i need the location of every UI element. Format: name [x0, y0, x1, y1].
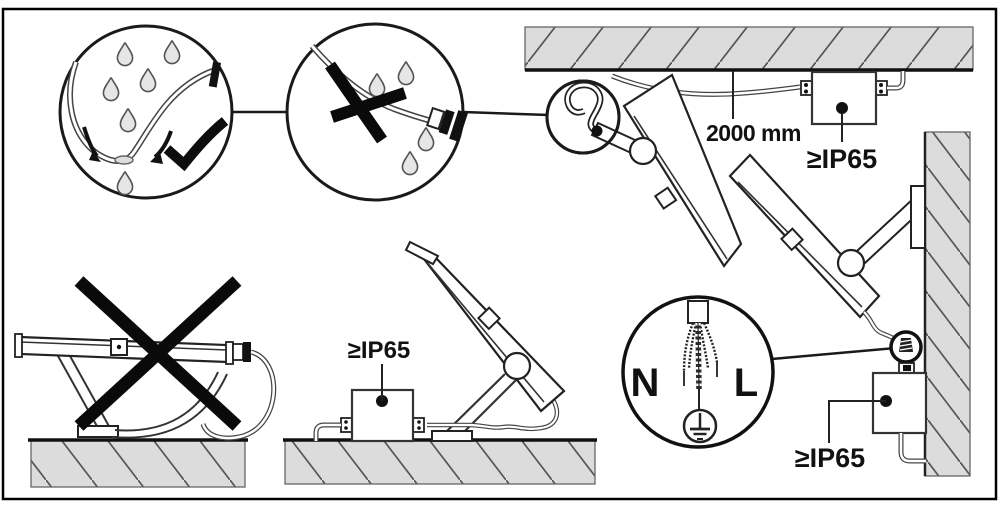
- junction-box: [350, 388, 415, 443]
- water-drop-icon: [102, 77, 120, 102]
- bracket-foot: [431, 430, 473, 442]
- floodlight-body: [728, 153, 881, 319]
- water-drops-2: [368, 61, 435, 176]
- ip65-label-wall: ≥IP65: [795, 443, 865, 473]
- forbidden-flat-floodlight: [14, 276, 277, 441]
- water-drop-icon: [116, 42, 134, 67]
- ip65-label-ground: ≥IP65: [348, 337, 411, 364]
- water-drip-blob: [114, 155, 134, 165]
- water-drop-icon: [163, 40, 181, 65]
- junction-box: [810, 70, 878, 126]
- flow-arrows: [82, 126, 173, 164]
- bracket-clamp: [476, 306, 502, 331]
- ground-surface-left: [28, 438, 248, 488]
- water-drop-icon: [116, 171, 134, 196]
- distance-label: 2000 mm: [706, 120, 801, 146]
- earth-ground-icon: [682, 408, 718, 444]
- cable-end: [208, 61, 222, 88]
- connector-line-2: [462, 110, 550, 117]
- hook-eye: [591, 125, 603, 137]
- bracket-clamp: [780, 227, 805, 252]
- wall-junction-box: ≥IP65: [795, 362, 928, 473]
- water-drop-icon: [401, 151, 419, 176]
- water-drop-icon: [397, 61, 415, 86]
- cut-cable-detail-circle: [285, 22, 468, 202]
- neutral-wire-label: N: [631, 361, 660, 405]
- plug-connector-icon: [425, 106, 468, 142]
- ip65-label-ceiling: ≥IP65: [807, 144, 877, 174]
- water-drop-icon: [119, 108, 137, 133]
- hanging-floodlight: [545, 73, 801, 268]
- prohibited-cross-icon: [74, 276, 242, 431]
- cable-entry: [687, 300, 709, 324]
- live-wire-label: L: [734, 361, 758, 405]
- ground-junction-box: ≥IP65: [313, 337, 425, 443]
- wiring-detail-circle: N L: [621, 295, 775, 449]
- water-drop-icon: [417, 127, 435, 152]
- ground-surface-middle: [283, 438, 597, 485]
- ceiling-surface: [524, 26, 974, 72]
- pivot-joint: [502, 351, 532, 381]
- dimension-2000mm: 2000 mm: [706, 71, 802, 146]
- cable-gland-detail-circle: [889, 330, 923, 364]
- bracket-foot: [910, 185, 926, 249]
- pivot-joint: [628, 136, 658, 166]
- wall-surface: [923, 131, 971, 477]
- floodlight-body: [622, 73, 743, 268]
- ceiling-junction-box: ≥IP65: [800, 70, 906, 174]
- prohibited-cross-icon: [325, 61, 407, 144]
- drip-loop-detail-circle: [58, 24, 234, 200]
- water-drop-icon: [139, 68, 157, 93]
- diagram-border: [1, 7, 998, 501]
- checkmark-icon: [163, 117, 229, 172]
- bracket-foot: [77, 425, 119, 438]
- bracket-clamp: [653, 186, 678, 210]
- connector-line-3: [759, 346, 896, 362]
- wall-floodlight: [728, 153, 926, 346]
- pivot-joint: [836, 248, 866, 278]
- ground-floodlight: [404, 240, 566, 442]
- plug-connector-icon: [243, 342, 251, 362]
- water-drops: [102, 40, 181, 196]
